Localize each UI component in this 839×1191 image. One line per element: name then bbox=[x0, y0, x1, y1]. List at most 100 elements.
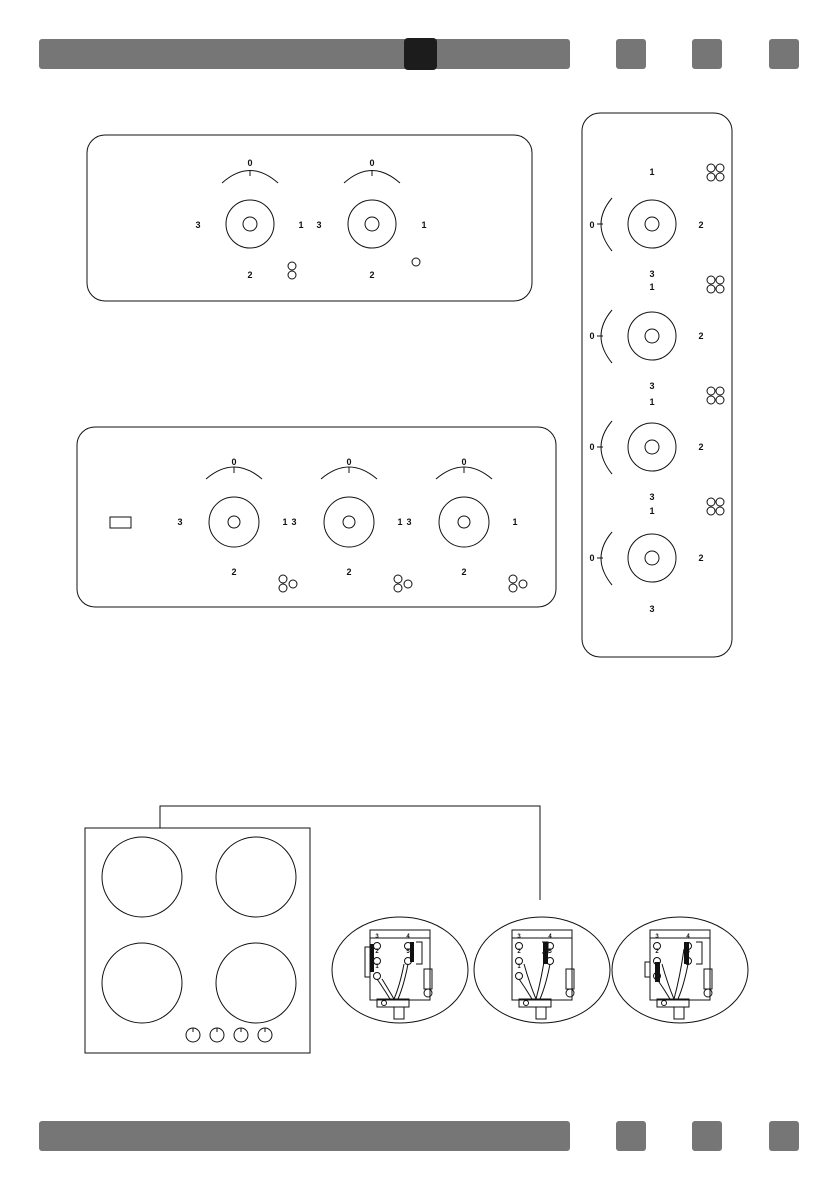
knob-label-right: 1 bbox=[282, 517, 287, 527]
knob-1[interactable] bbox=[597, 197, 677, 252]
jumper-bar bbox=[370, 944, 374, 972]
knob-label-right: 1 bbox=[397, 517, 402, 527]
knob-label-bottom: 2 bbox=[247, 270, 252, 280]
knob-label-top: 0 bbox=[247, 158, 252, 168]
terminal-number: 1 bbox=[375, 964, 379, 970]
knob-label-bottom: 2 bbox=[461, 567, 466, 577]
header-tab-2[interactable] bbox=[692, 39, 722, 69]
zone-indicator-icon bbox=[393, 574, 413, 593]
terminal-number: 5 bbox=[548, 949, 552, 955]
knob-label-right: 2 bbox=[698, 442, 703, 452]
header-active-tab[interactable] bbox=[404, 38, 437, 70]
terminal-number: 4 bbox=[686, 934, 690, 940]
knob-label-bottom: 3 bbox=[649, 269, 654, 279]
knob-label-right: 1 bbox=[298, 220, 303, 230]
footer-tab-3[interactable] bbox=[769, 1121, 799, 1151]
knob-label-right: 2 bbox=[698, 553, 703, 563]
hob-top-view bbox=[84, 805, 541, 1054]
hob-knob-row bbox=[185, 1027, 273, 1043]
zone-indicator-icon bbox=[508, 574, 528, 593]
hob-outline bbox=[84, 827, 311, 1054]
knob-label-bottom: 2 bbox=[231, 567, 236, 577]
knob-3[interactable] bbox=[435, 466, 493, 548]
panel-outline bbox=[581, 112, 733, 658]
knob-label-top: 1 bbox=[649, 397, 654, 407]
terminal-number: 5 bbox=[406, 949, 410, 955]
knob-label-bottom: 3 bbox=[649, 381, 654, 391]
knob-label-left: 0 bbox=[589, 442, 594, 452]
zone-indicator-icon bbox=[706, 275, 725, 294]
zone-indicator-icon bbox=[287, 261, 297, 271]
terminal-number: 2 bbox=[655, 949, 659, 955]
knob-3[interactable] bbox=[597, 420, 677, 475]
zone-indicator-icon bbox=[411, 257, 421, 267]
zone-indicator-icon bbox=[706, 386, 725, 405]
terminal-number: 1 bbox=[655, 964, 659, 970]
header-tab-1[interactable] bbox=[616, 39, 646, 69]
zone-indicator-icon bbox=[287, 270, 297, 280]
knob-label-top: 0 bbox=[369, 158, 374, 168]
knob-label-bottom: 2 bbox=[369, 270, 374, 280]
terminal-block-diagram-1 bbox=[331, 916, 469, 1024]
jumper-bar bbox=[684, 942, 689, 964]
control-panel-vertical bbox=[581, 112, 733, 658]
terminal-number: 4 bbox=[406, 934, 410, 940]
header-tab-3[interactable] bbox=[769, 39, 799, 69]
knob-label-top: 1 bbox=[649, 167, 654, 177]
cooking-zone bbox=[101, 942, 183, 1024]
knob-label-top: 0 bbox=[461, 457, 466, 467]
knob-label-left: 3 bbox=[195, 220, 200, 230]
knob-label-bottom: 3 bbox=[649, 492, 654, 502]
zone-indicator-icon bbox=[706, 497, 725, 516]
control-panel-three-knobs bbox=[76, 426, 557, 608]
knob-label-left: 0 bbox=[589, 553, 594, 563]
cooking-zone bbox=[101, 836, 183, 918]
header-bar bbox=[39, 39, 570, 69]
knob-label-left: 3 bbox=[177, 517, 182, 527]
indicator-light bbox=[109, 516, 132, 529]
cooking-zone bbox=[215, 836, 297, 918]
terminal-number: 3 bbox=[517, 934, 521, 940]
knob-label-left: 3 bbox=[291, 517, 296, 527]
terminal-block-diagram-3 bbox=[611, 916, 749, 1024]
terminal-number: 3 bbox=[655, 934, 659, 940]
knob-2[interactable] bbox=[597, 309, 677, 364]
jumper-bar bbox=[543, 942, 548, 964]
zone-indicator-icon bbox=[278, 574, 298, 593]
knob-label-left: 3 bbox=[316, 220, 321, 230]
knob-label-right: 2 bbox=[698, 220, 703, 230]
terminal-number: 4 bbox=[548, 934, 552, 940]
terminal-number: 2 bbox=[375, 949, 379, 955]
knob-1[interactable] bbox=[205, 466, 263, 548]
footer-bar bbox=[39, 1121, 570, 1151]
knob-label-left: 3 bbox=[406, 517, 411, 527]
terminal-block-diagram-2 bbox=[473, 916, 611, 1024]
knob-label-right: 2 bbox=[698, 331, 703, 341]
panel-outline bbox=[86, 134, 533, 302]
panel-outline bbox=[76, 426, 557, 608]
control-panel-two-knobs bbox=[86, 134, 533, 302]
knob-label-top: 0 bbox=[231, 457, 236, 467]
knob-label-right: 1 bbox=[512, 517, 517, 527]
knob-label-top: 1 bbox=[649, 282, 654, 292]
jumper-bar bbox=[410, 942, 414, 962]
knob-2[interactable] bbox=[343, 170, 401, 249]
knob-1[interactable] bbox=[221, 170, 279, 249]
knob-2[interactable] bbox=[320, 466, 378, 548]
knob-label-left: 0 bbox=[589, 331, 594, 341]
footer-tab-2[interactable] bbox=[692, 1121, 722, 1151]
jumper-bar bbox=[655, 962, 660, 982]
knob-label-top: 0 bbox=[346, 457, 351, 467]
terminal-number: 5 bbox=[686, 949, 690, 955]
knob-4[interactable] bbox=[597, 531, 677, 586]
terminal-number: 3 bbox=[375, 934, 379, 940]
knob-label-bottom: 3 bbox=[649, 604, 654, 614]
connector-line bbox=[159, 805, 541, 900]
footer-tab-1[interactable] bbox=[616, 1121, 646, 1151]
cooking-zone bbox=[215, 942, 297, 1024]
knob-label-top: 1 bbox=[649, 506, 654, 516]
terminal-number: 1 bbox=[517, 964, 521, 970]
zone-indicator-icon bbox=[706, 163, 725, 182]
knob-label-left: 0 bbox=[589, 220, 594, 230]
